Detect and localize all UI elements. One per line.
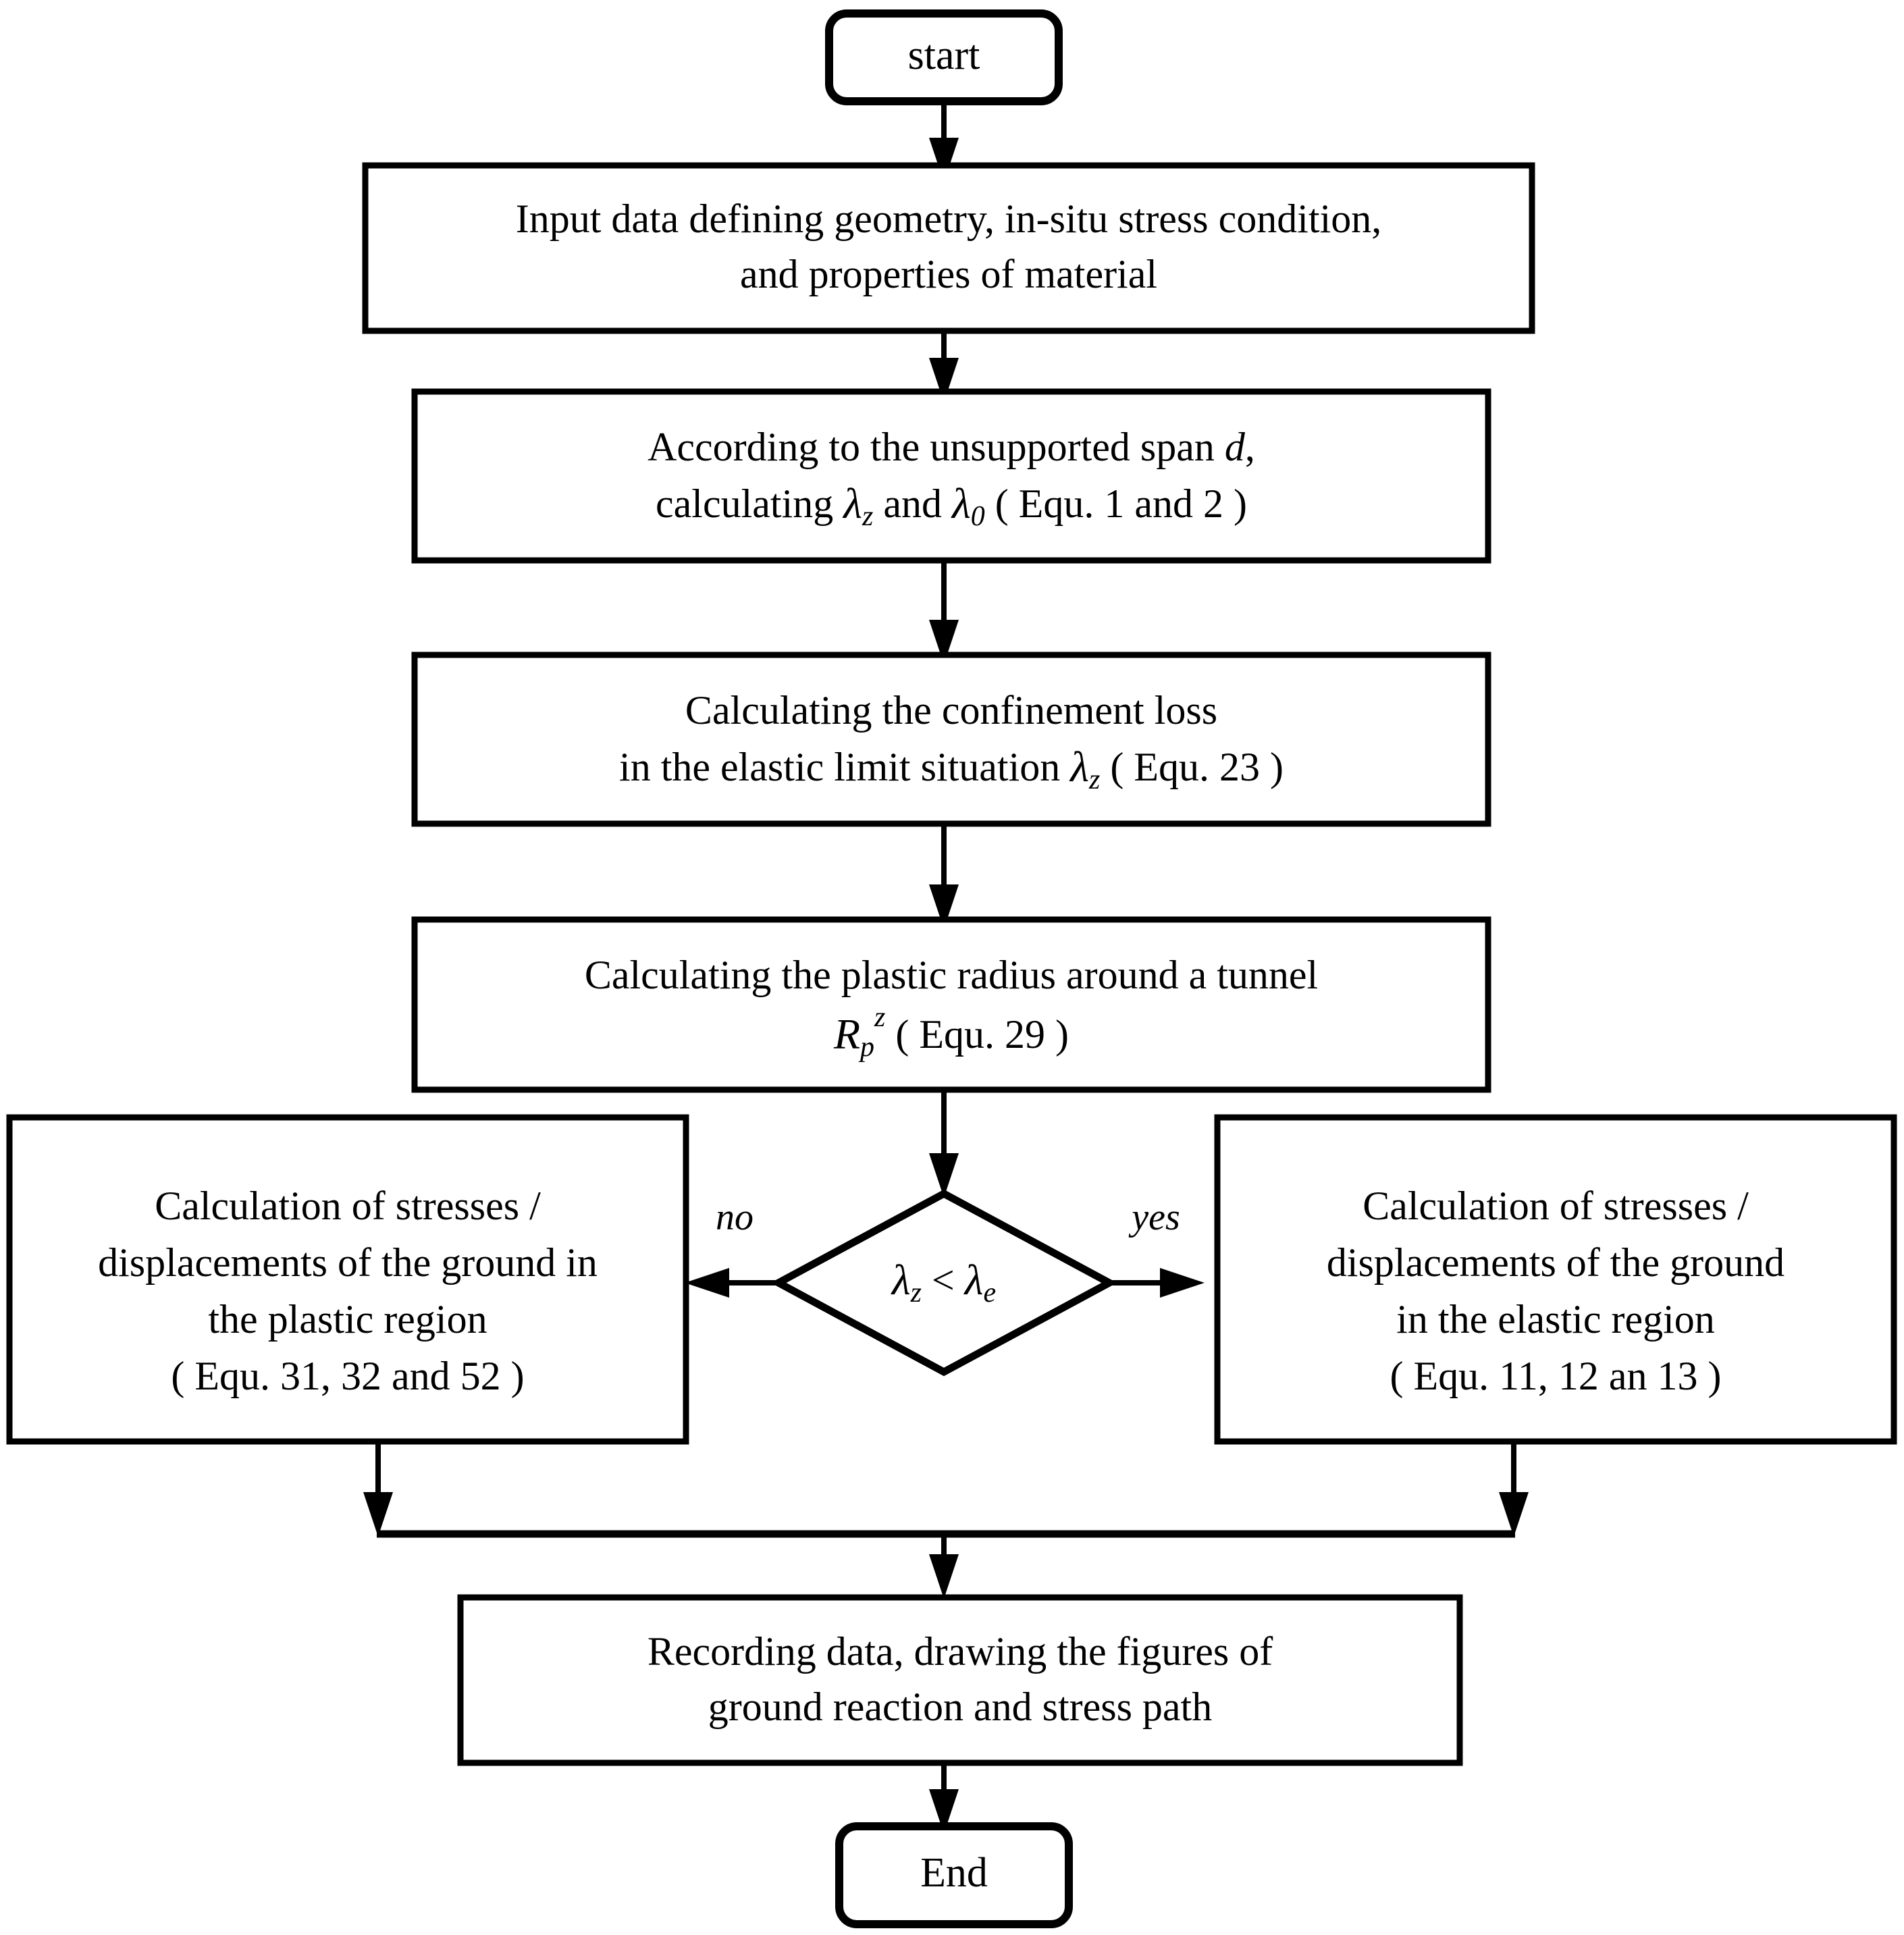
node-input-data[interactable] xyxy=(362,162,1535,334)
node-input-data-line2: and properties of material xyxy=(740,252,1157,296)
radius-superscript: z xyxy=(874,1002,885,1033)
node-end[interactable] xyxy=(835,1822,1073,1928)
span-line1-post: , xyxy=(1245,425,1255,469)
node-unsupported-span-line2: calculating λz and λ0 ( Equ. 1 and 2 ) xyxy=(656,479,1247,532)
span-line1-pre: According to the unsupported span xyxy=(647,425,1225,469)
arrowhead-decision-to-plastic xyxy=(685,1268,729,1298)
node-input-data-line1: Input data defining geometry, in-situ st… xyxy=(516,196,1382,241)
node-start-label: start xyxy=(908,32,980,78)
node-plastic-radius-line1: Calculating the plastic radius around a … xyxy=(585,953,1318,997)
node-elastic-branch[interactable] xyxy=(1214,1114,1897,1445)
lambda-z-symbol: λ xyxy=(891,1256,911,1304)
lambda-z-symbol: λ xyxy=(1069,743,1089,791)
radius-equ-ref: ( Equ. 29 ) xyxy=(885,1012,1069,1057)
node-elastic-branch-line4: ( Equ. 11, 12 an 13 ) xyxy=(1390,1354,1721,1398)
node-unsupported-span[interactable] xyxy=(411,388,1491,564)
node-end-label: End xyxy=(920,1850,988,1896)
node-unsupported-span-line1: According to the unsupported span d, xyxy=(647,425,1255,469)
arrowhead-plastic-to-merge xyxy=(363,1492,393,1537)
lambda-0-symbol: λ xyxy=(951,479,971,527)
node-elastic-branch-line3: in the elastic region xyxy=(1396,1297,1715,1342)
arrowhead-merge-to-recording xyxy=(929,1554,959,1599)
lambda-e-symbol: λ xyxy=(963,1256,984,1304)
node-recording[interactable] xyxy=(457,1594,1463,1766)
node-plastic-branch-line3: the plastic region xyxy=(208,1297,487,1342)
node-decision-condition: λz < λe xyxy=(891,1256,996,1308)
lambda-z-subscript: z xyxy=(862,501,873,532)
arrowhead-decision-to-elastic xyxy=(1160,1268,1205,1298)
edge-label-yes: yes xyxy=(1128,1196,1180,1238)
span-line1-var: d xyxy=(1225,425,1246,469)
span-line2-pre: calculating xyxy=(656,481,843,526)
span-line2-mid: and xyxy=(873,481,952,526)
node-confinement-loss-line2: in the elastic limit situation λz ( Equ.… xyxy=(619,743,1284,795)
span-line2-post: ( Equ. 1 and 2 ) xyxy=(985,481,1247,526)
lambda-z-subscript: z xyxy=(910,1277,922,1308)
radius-symbol: R xyxy=(833,1010,860,1058)
node-plastic-branch[interactable] xyxy=(6,1114,689,1445)
edge-label-no: no xyxy=(716,1196,753,1238)
node-confinement-loss[interactable] xyxy=(411,652,1491,827)
node-plastic-branch-line2: displacements of the ground in xyxy=(98,1240,598,1285)
node-elastic-branch-line2: displacements of the ground xyxy=(1327,1240,1784,1285)
lambda-0-subscript: 0 xyxy=(971,501,985,532)
node-confinement-loss-line1: Calculating the confinement loss xyxy=(685,688,1217,733)
node-plastic-branch-line1: Calculation of stresses / xyxy=(155,1184,541,1228)
node-recording-line1: Recording data, drawing the figures of xyxy=(647,1629,1273,1674)
conf-line2-pre: in the elastic limit situation xyxy=(619,745,1070,789)
radius-subscript: p xyxy=(858,1032,874,1063)
node-decision-diamond[interactable] xyxy=(770,1189,1117,1377)
node-plastic-branch-line4: ( Equ. 31, 32 and 52 ) xyxy=(171,1354,524,1398)
arrowhead-elastic-to-merge xyxy=(1499,1492,1529,1537)
lambda-z-symbol: λ xyxy=(842,479,862,527)
node-elastic-branch-line1: Calculation of stresses / xyxy=(1363,1184,1749,1228)
node-plastic-radius-line2: Rpz ( Equ. 29 ) xyxy=(833,1002,1069,1063)
conf-line2-post: ( Equ. 23 ) xyxy=(1100,745,1284,789)
lambda-z-subscript: z xyxy=(1088,764,1100,795)
node-recording-line2: ground reaction and stress path xyxy=(708,1685,1212,1729)
node-plastic-radius[interactable] xyxy=(411,916,1491,1093)
decision-operator: < xyxy=(922,1258,965,1302)
lambda-e-subscript: e xyxy=(983,1277,996,1308)
